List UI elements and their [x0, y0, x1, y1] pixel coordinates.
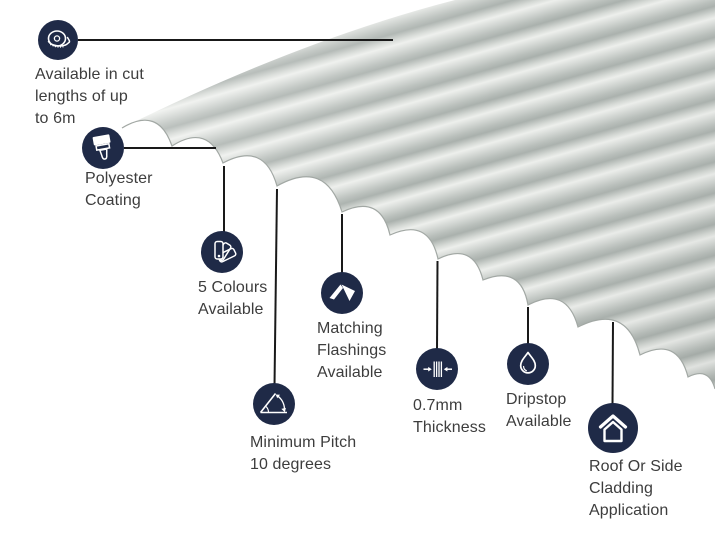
feature-label-colours: 5 Colours Available — [198, 279, 268, 318]
sheet-shading — [122, 0, 715, 389]
feature-label-cut-lengths: Available in cut lengths of up to 6m — [35, 66, 144, 127]
paint-brush-icon — [82, 127, 124, 169]
flashing-icon — [321, 272, 363, 314]
callout-line-pitch — [273, 188, 278, 387]
feature-label-flashings: Matching Flashings Available — [317, 320, 387, 381]
pitch-angle-icon — [253, 383, 295, 425]
callout-line-cladding — [611, 321, 614, 406]
feature-label-pitch: Minimum Pitch 10 degrees — [250, 434, 357, 473]
feature-label-coating: Polyester Coating — [85, 170, 153, 209]
feature-label-cladding: Roof Or Side Cladding Application — [589, 458, 683, 519]
colour-fan-icon — [201, 231, 243, 273]
thickness-icon — [416, 348, 458, 390]
tape-measure-icon — [38, 20, 78, 60]
feature-label-dripstop: Dripstop Available — [506, 391, 572, 430]
feature-label-thickness: 0.7mm Thickness — [413, 397, 486, 436]
sheet-wavy-edge — [121, 119, 715, 390]
droplet-icon — [507, 343, 549, 385]
house-icon — [588, 403, 638, 453]
callout-line-thickness — [436, 260, 439, 351]
